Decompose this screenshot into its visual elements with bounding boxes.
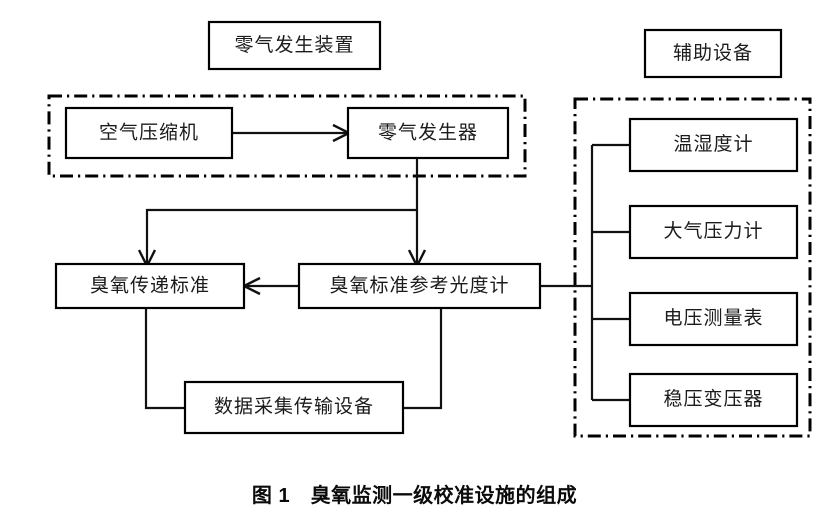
node-label-thermo-hygrometer: 温湿度计	[673, 133, 753, 155]
connector-generator-to-transfer-standard	[145, 208, 417, 265]
node-box-voltmeter	[628, 291, 799, 347]
node-label-voltage-regulator: 稳压变压器	[663, 388, 763, 410]
node-label-ozone-transfer-standard: 臭氧传递标准	[90, 274, 210, 296]
node-box-voltage-regulator	[628, 372, 799, 428]
node-label-voltmeter: 电压测量表	[663, 307, 763, 329]
node-box-barometer	[628, 204, 799, 260]
group-auxiliary-equipment	[573, 97, 812, 438]
node-label-data-acquisition: 数据采集传输设备	[214, 395, 374, 417]
node-box-ozone-reference-photometer	[297, 262, 542, 310]
node-box-air-compressor	[64, 106, 234, 160]
node-box-data-acquisition	[183, 380, 405, 435]
group-title-auxiliary: 辅助设备	[673, 42, 753, 64]
group-zero-air-generation	[47, 94, 527, 178]
connector-transfer-standard-to-data-acquisition	[144, 308, 185, 410]
group-title-box-auxiliary	[643, 28, 783, 79]
node-label-zero-air-generator: 零气发生器	[378, 121, 478, 143]
node-box-thermo-hygrometer	[628, 117, 799, 173]
node-label-barometer: 大气压力计	[663, 220, 763, 242]
group-title-box-zero-air	[207, 20, 382, 71]
group-title-zero-air: 零气发生装置	[234, 34, 354, 56]
node-box-zero-air-generator	[346, 106, 510, 160]
node-label-ozone-reference-photometer: 臭氧标准参考光度计	[329, 274, 509, 296]
figure-caption: 图 1 臭氧监测一级校准设施的组成	[251, 485, 578, 507]
node-box-ozone-transfer-standard	[54, 262, 246, 310]
connector-photometer-to-data-acquisition	[403, 308, 443, 410]
node-label-air-compressor: 空气压缩机	[99, 121, 199, 143]
